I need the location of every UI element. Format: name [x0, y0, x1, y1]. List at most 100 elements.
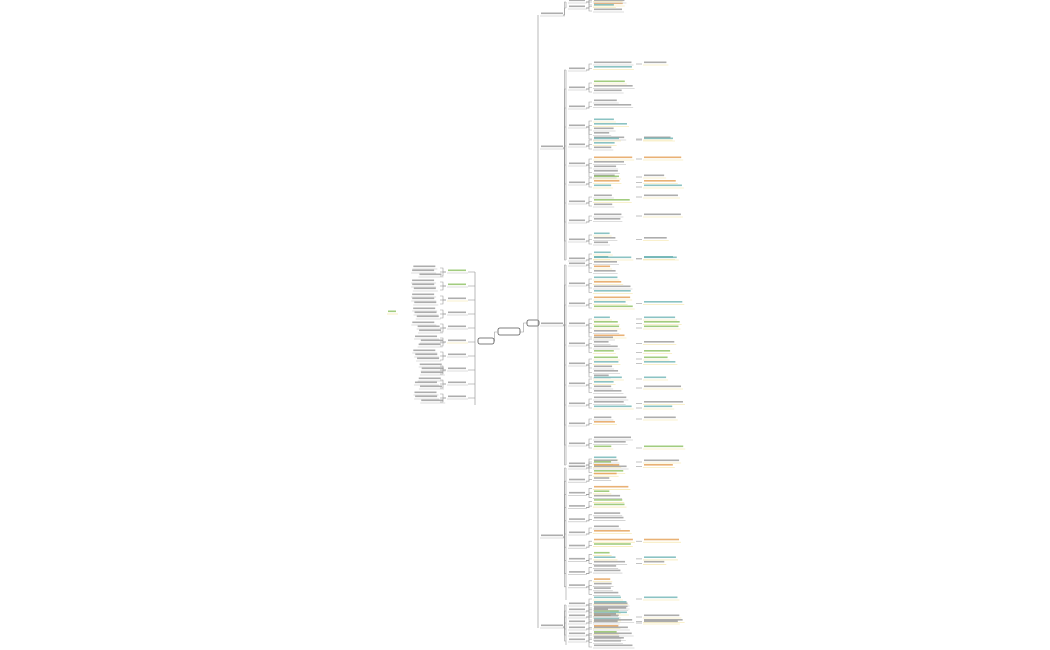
topic-node[interactable]	[569, 322, 585, 325]
topic-node[interactable]	[594, 132, 610, 134]
topic-node[interactable]	[594, 459, 618, 462]
topic-node[interactable]	[414, 381, 437, 384]
topic-node[interactable]	[644, 385, 682, 388]
topic-node[interactable]	[569, 638, 585, 641]
topic-node[interactable]	[594, 165, 617, 168]
topic-node[interactable]	[569, 491, 585, 494]
topic-node[interactable]	[594, 644, 633, 647]
topic-node[interactable]	[448, 353, 466, 356]
topic-node[interactable]	[594, 370, 619, 372]
topic-node[interactable]	[644, 237, 667, 239]
topic-node[interactable]	[594, 516, 624, 519]
topic-node[interactable]	[419, 385, 442, 388]
topic-node[interactable]	[594, 611, 627, 614]
topic-node[interactable]	[594, 156, 633, 159]
topic-node[interactable]	[594, 376, 622, 379]
topic-node[interactable]	[594, 251, 611, 254]
topic-node[interactable]	[594, 614, 619, 617]
topic-node[interactable]	[594, 361, 619, 363]
topic-node[interactable]	[644, 361, 676, 363]
topic-node[interactable]	[594, 325, 620, 328]
topic-node[interactable]	[416, 315, 439, 318]
topic-node[interactable]	[594, 625, 619, 627]
topic-node[interactable]	[569, 584, 585, 586]
topic-node[interactable]	[594, 477, 610, 479]
topic-node[interactable]	[569, 422, 585, 425]
topic-node[interactable]	[594, 465, 627, 468]
topic-node[interactable]	[594, 401, 624, 403]
topic-node[interactable]	[569, 181, 585, 184]
topic-node[interactable]	[541, 145, 563, 148]
topic-node[interactable]	[594, 613, 616, 615]
topic-node[interactable]	[541, 624, 563, 627]
topic-node[interactable]	[644, 184, 682, 187]
topic-node[interactable]	[569, 162, 585, 165]
topic-node[interactable]	[594, 66, 632, 68]
topic-node[interactable]	[644, 301, 683, 303]
topic-node[interactable]	[388, 310, 396, 313]
topic-node-box[interactable]	[477, 337, 495, 345]
topic-node[interactable]	[594, 321, 618, 323]
topic-node[interactable]	[594, 341, 609, 343]
topic-node[interactable]	[594, 218, 621, 220]
topic-node[interactable]	[421, 399, 444, 402]
topic-node[interactable]	[594, 137, 619, 140]
topic-node[interactable]	[569, 442, 585, 445]
topic-node[interactable]	[541, 322, 563, 325]
topic-node[interactable]	[594, 350, 614, 352]
topic-node[interactable]	[420, 371, 443, 374]
topic-node[interactable]	[448, 339, 466, 342]
topic-node[interactable]	[594, 281, 622, 283]
topic-node[interactable]	[569, 465, 585, 468]
topic-node[interactable]	[594, 503, 625, 506]
topic-node[interactable]	[594, 578, 611, 580]
topic-node[interactable]	[644, 620, 678, 623]
topic-node[interactable]	[594, 556, 616, 558]
topic-node[interactable]	[594, 560, 626, 563]
topic-node[interactable]	[569, 505, 585, 507]
topic-node[interactable]	[644, 405, 673, 408]
topic-node[interactable]	[644, 61, 667, 64]
topic-node[interactable]	[594, 405, 632, 408]
topic-node[interactable]	[594, 290, 631, 292]
topic-node[interactable]	[448, 283, 466, 286]
topic-node[interactable]	[594, 104, 632, 106]
topic-node[interactable]	[594, 0, 625, 2]
topic-node[interactable]	[412, 297, 435, 300]
topic-node[interactable]	[594, 569, 621, 572]
topic-node[interactable]	[448, 325, 466, 328]
topic-node[interactable]	[644, 213, 681, 216]
topic-node[interactable]	[594, 416, 612, 419]
topic-node[interactable]	[413, 349, 436, 352]
topic-node[interactable]	[594, 381, 614, 383]
topic-node[interactable]	[644, 556, 676, 558]
topic-node[interactable]	[594, 136, 625, 139]
topic-node[interactable]	[644, 194, 678, 197]
topic-node[interactable]	[413, 287, 436, 290]
topic-node[interactable]	[594, 620, 618, 623]
topic-node[interactable]	[594, 421, 615, 423]
topic-node[interactable]	[569, 626, 585, 629]
topic-node[interactable]	[594, 184, 612, 187]
topic-node[interactable]	[415, 335, 438, 338]
topic-node[interactable]	[594, 596, 621, 599]
topic-node[interactable]	[594, 445, 612, 448]
topic-node[interactable]	[644, 341, 675, 343]
topic-node[interactable]	[419, 363, 442, 366]
topic-node[interactable]	[644, 401, 683, 403]
topic-node[interactable]	[644, 174, 665, 177]
topic-node[interactable]	[594, 261, 617, 263]
topic-node[interactable]	[569, 544, 585, 547]
topic-node[interactable]	[594, 565, 617, 567]
topic-node[interactable]	[594, 85, 633, 87]
topic-node[interactable]	[420, 339, 443, 342]
topic-node[interactable]	[594, 232, 610, 235]
topic-node[interactable]	[644, 350, 671, 352]
topic-node[interactable]	[594, 626, 628, 629]
topic-node[interactable]	[594, 490, 610, 492]
topic-node[interactable]	[644, 180, 676, 182]
topic-node[interactable]	[594, 470, 624, 472]
topic-node[interactable]	[448, 381, 466, 384]
topic-node[interactable]	[594, 607, 627, 609]
topic-node[interactable]	[569, 302, 585, 305]
